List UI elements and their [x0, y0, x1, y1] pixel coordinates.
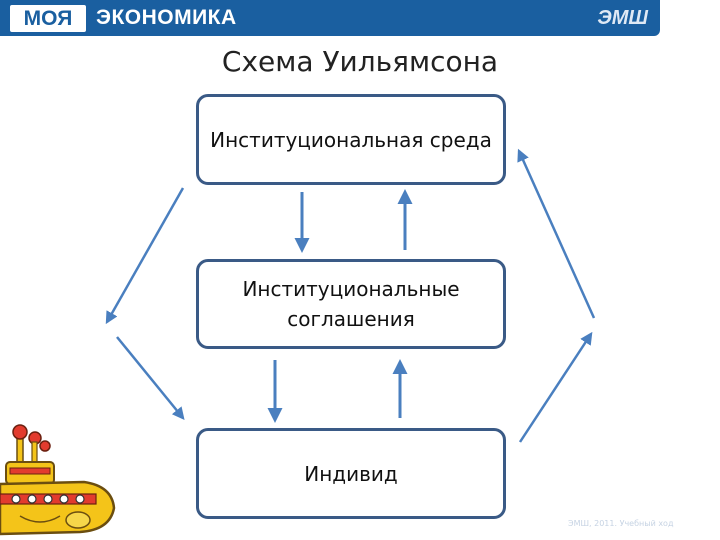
- arrow-left-low-down: [116, 336, 185, 420]
- yellow-submarine-icon: [0, 424, 116, 536]
- arrow-left-up-down: [105, 187, 185, 325]
- header-bar: МОЯ ЭКОНОМИКА ЭМШ: [0, 0, 660, 36]
- logo-economy: ЭКОНОМИКА: [96, 6, 237, 29]
- arrow-right-low-up: [518, 331, 593, 443]
- node-individual: Индивид: [196, 428, 506, 519]
- node-institutional-environment: Институциональная среда: [196, 94, 506, 185]
- node-institutional-agreements: Институциональные соглашения: [196, 259, 506, 349]
- logo-moya: МОЯ: [10, 5, 86, 32]
- logo-emsh: ЭМШ: [597, 7, 648, 29]
- diagram-title: Схема Уильямсона: [221, 45, 499, 78]
- arrow-right-up-up: [517, 148, 596, 319]
- watermark: ЭМШ, 2011. Учебный ход: [568, 519, 674, 528]
